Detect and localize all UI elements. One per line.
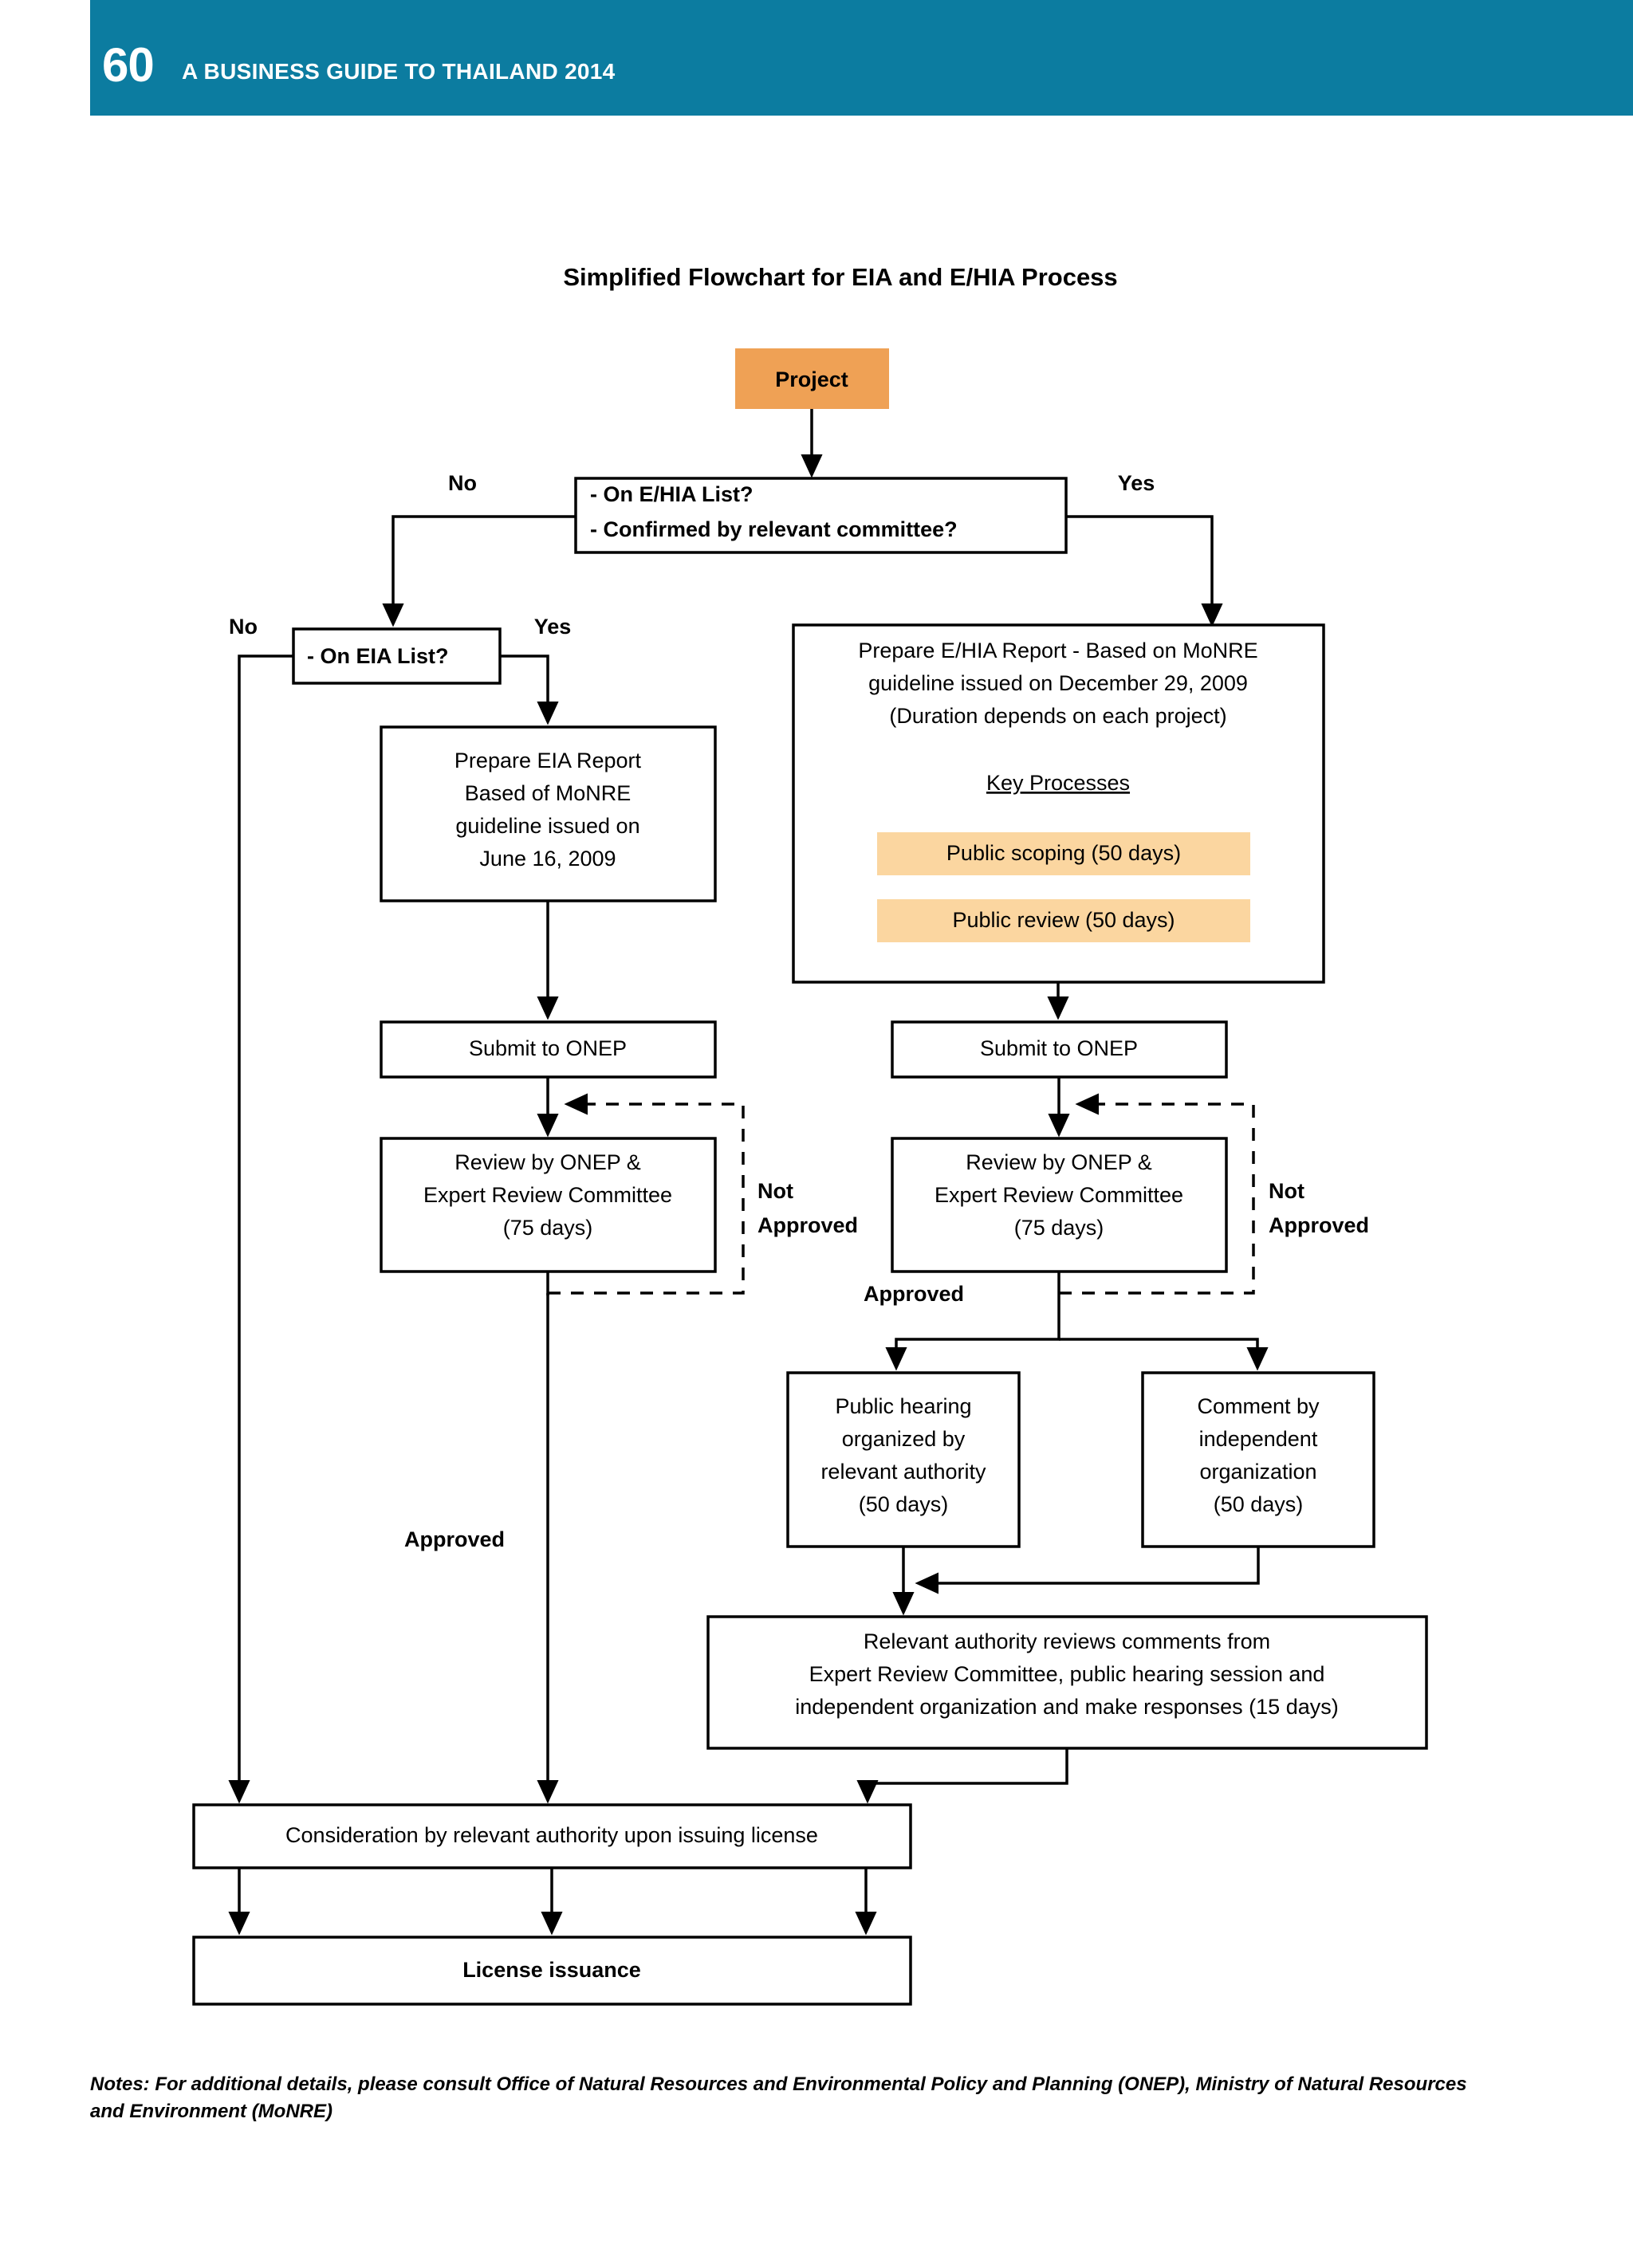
edge-eia-no [228, 654, 293, 1804]
key-process-chip-1-rect [877, 899, 1250, 942]
submit-onep-right-label: Submit to ONEP [980, 1036, 1138, 1060]
submit-onep-left-rect [380, 1020, 717, 1079]
prepare-eia-line-2: guideline issued on [455, 814, 639, 838]
node-prepare-ehia: Prepare E/HIA Report - Based on MoNRE gu… [792, 623, 1325, 984]
key-process-chip-0-rect [877, 832, 1250, 875]
consideration-label: Consideration by relevant authority upon… [285, 1823, 818, 1847]
independent-comment-line-2: organization [1199, 1460, 1316, 1484]
chart-title: Simplified Flowchart for EIA and E/HIA P… [0, 263, 1633, 292]
key-process-chip-1-label: Public review (50 days) [952, 908, 1175, 932]
edge-label-approved-center: Approved [864, 1282, 964, 1306]
node-decision-ehia: - On E/HIA List? - Confirmed by relevant… [574, 477, 1068, 554]
node-submit-onep-left: Submit to ONEP [380, 1020, 717, 1079]
node-license-issuance: License issuance [192, 1936, 912, 2006]
notes-line-2: and Environment (MoNRE) [90, 2101, 333, 2123]
review-left-line-2: (75 days) [503, 1216, 593, 1240]
decision-eia-rect [292, 627, 502, 685]
node-prepare-eia: Prepare EIA Report Based of MoNRE guidel… [380, 725, 717, 902]
node-review-left: Review by ONEP & Expert Review Committee… [380, 1137, 717, 1273]
review-left-line-0: Review by ONEP & [454, 1150, 641, 1174]
project-box-rect [735, 348, 889, 409]
node-public-hearing: Public hearing organized by relevant aut… [786, 1371, 1021, 1548]
prepare-ehia-line-0: Prepare E/HIA Report - Based on MoNRE [858, 639, 1257, 662]
notes-line-1: Notes: For additional details, please co… [90, 2073, 1467, 2095]
node-decision-eia: - On EIA List? [292, 627, 502, 685]
prepare-eia-line-0: Prepare EIA Report [454, 749, 642, 772]
edge-ehia-no [382, 515, 576, 627]
independent-comment-rect [1141, 1371, 1375, 1548]
public-hearing-line-0: Public hearing [835, 1394, 971, 1418]
decision-ehia-rect [574, 477, 1068, 554]
node-consideration: Consideration by relevant authority upon… [192, 1803, 912, 1869]
public-hearing-line-2: relevant authority [820, 1460, 986, 1484]
license-issuance-label: License issuance [462, 1958, 641, 1982]
authority-reviews-line-0: Relevant authority reviews comments from [864, 1629, 1270, 1653]
review-right-line-0: Review by ONEP & [966, 1150, 1152, 1174]
review-right-rect [891, 1137, 1228, 1273]
node-submit-onep-right: Submit to ONEP [891, 1020, 1228, 1079]
edge-label-not-approved-left-line1: Not [757, 1179, 793, 1203]
key-processes-heading: Key Processes [986, 771, 1130, 795]
edge-label-not-approved-right-line1: Not [1269, 1179, 1304, 1203]
prepare-eia-line-3: June 16, 2009 [479, 847, 616, 871]
decision-ehia-line2: - Confirmed by relevant committee? [590, 517, 958, 541]
edge-label-approved-left: Approved [404, 1527, 505, 1551]
edge-label-eia-no: No [229, 615, 258, 639]
edge-ehia-yes [1066, 515, 1223, 627]
edge-eia-yes [500, 654, 559, 725]
independent-comment-line-1: independent [1199, 1427, 1318, 1451]
key-process-chip-0-label: Public scoping (50 days) [946, 841, 1181, 865]
project-label: Project [775, 368, 848, 391]
edge-authority-reviews-to-consideration [856, 1748, 1068, 1804]
edge-label-eia-yes: Yes [534, 615, 572, 639]
edge-approved-to-public-hearing [885, 1272, 1060, 1371]
authority-reviews-line-1: Expert Review Committee, public hearing … [809, 1662, 1325, 1686]
edge-label-ehia-yes: Yes [1118, 471, 1155, 495]
page-header-band [90, 0, 1633, 116]
review-right-line-1: Expert Review Committee [935, 1183, 1183, 1207]
independent-comment-line-3: (50 days) [1214, 1492, 1304, 1516]
prepare-ehia-line-2: (Duration depends on each project) [889, 704, 1226, 728]
edge-approved-to-independent-comment [1059, 1338, 1269, 1371]
chart-title-text: Simplified Flowchart for EIA and E/HIA P… [563, 263, 1118, 291]
public-hearing-line-1: organized by [842, 1427, 966, 1451]
submit-onep-right-rect [891, 1020, 1228, 1079]
page-number: 60 [102, 38, 155, 92]
edge-independent-comment-merge [915, 1547, 1260, 1594]
edge-label-not-approved-left-line2: Approved [757, 1213, 858, 1237]
prepare-eia-line-1: Based of MoNRE [465, 781, 632, 805]
consideration-rect [192, 1803, 912, 1869]
node-authority-reviews: Relevant authority reviews comments from… [706, 1615, 1428, 1750]
license-issuance-rect [192, 1936, 912, 2006]
edge-label-ehia-no: No [448, 471, 477, 495]
submit-onep-left-label: Submit to ONEP [469, 1036, 627, 1060]
review-left-line-1: Expert Review Committee [423, 1183, 672, 1207]
independent-comment-line-0: Comment by [1197, 1394, 1320, 1418]
node-independent-comment: Comment by independent organization (50 … [1141, 1371, 1375, 1548]
decision-eia-label: - On EIA List? [307, 644, 449, 668]
header-title: A BUSINESS GUIDE TO THAILAND 2014 [182, 59, 616, 84]
node-project: Project [735, 348, 889, 409]
authority-reviews-rect [706, 1615, 1428, 1750]
public-hearing-line-3: (50 days) [859, 1492, 949, 1516]
notes-block: Notes: For additional details, please co… [90, 2071, 1557, 2125]
prepare-ehia-line-1: guideline issued on December 29, 2009 [868, 671, 1248, 695]
authority-reviews-line-2: independent organization and make respon… [795, 1695, 1338, 1719]
public-hearing-rect [786, 1371, 1021, 1548]
edge-label-not-approved-right-line2: Approved [1269, 1213, 1369, 1237]
review-right-line-2: (75 days) [1014, 1216, 1104, 1240]
node-review-right: Review by ONEP & Expert Review Committee… [891, 1137, 1228, 1273]
edge-not-approved-right-dashed [1059, 1093, 1255, 1295]
decision-ehia-line1: - On E/HIA List? [590, 482, 754, 506]
